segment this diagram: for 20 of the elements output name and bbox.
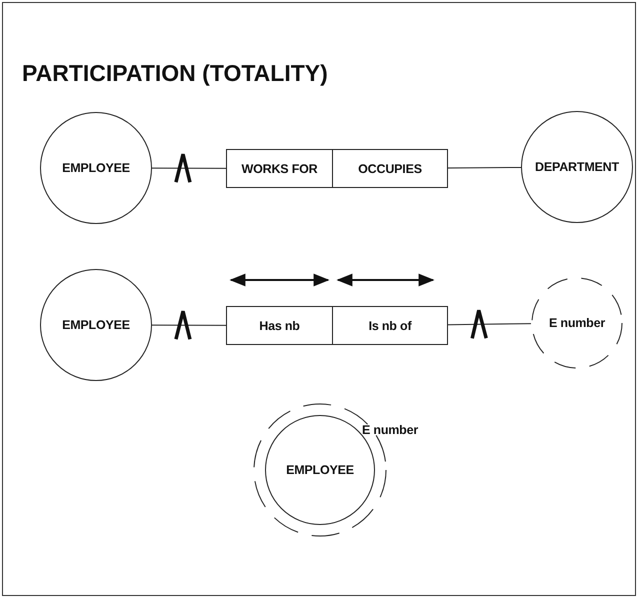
node-label: E number	[362, 423, 418, 437]
connector-with-totality-mark	[152, 309, 226, 341]
role-box	[332, 306, 448, 345]
node-label: WORKS FOR	[242, 162, 318, 176]
node-label: EMPLOYEE	[62, 161, 130, 175]
node-label: Is nb of	[368, 318, 412, 332]
role-box	[226, 149, 333, 188]
role-box	[332, 149, 448, 188]
role-box	[226, 306, 333, 345]
title: PARTICIPATION (TOTALITY)	[22, 60, 328, 87]
connector-with-totality-mark	[448, 308, 532, 340]
node-label: EMPLOYEE	[286, 463, 354, 477]
node-label: E number	[548, 316, 606, 330]
value-circle	[531, 277, 623, 369]
connector	[448, 166, 522, 169]
connector-with-totality-mark	[152, 152, 226, 184]
node-label: OCCUPIES	[358, 162, 422, 176]
node-label: EMPLOYEE	[62, 318, 130, 332]
node-label: Has nb	[259, 318, 300, 332]
node-label: DEPARTMENT	[535, 160, 619, 174]
